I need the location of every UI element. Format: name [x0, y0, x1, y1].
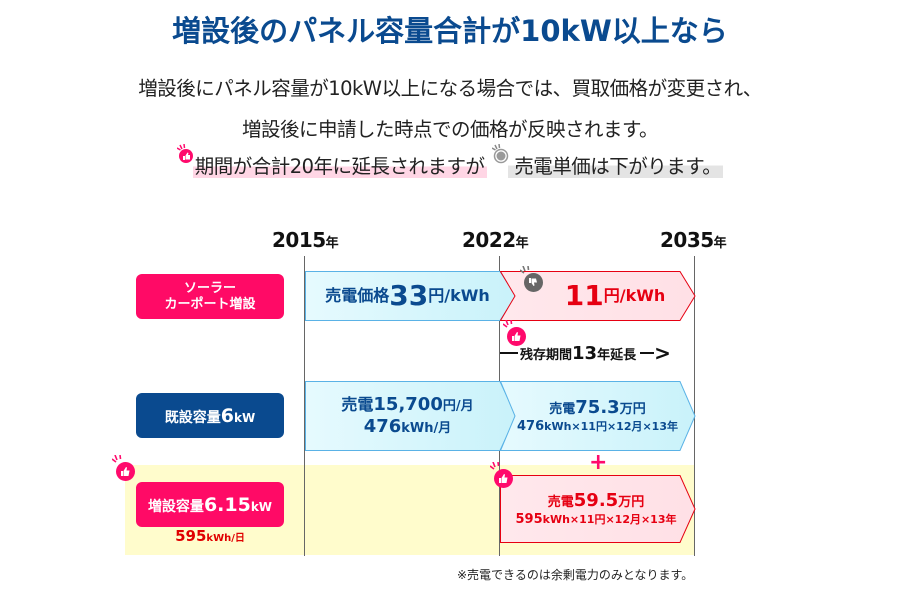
description-line-3: 期間が合計20年に延長されますが 売電単価は下がります。 [0, 143, 900, 179]
thumbs-up-icon [112, 455, 136, 481]
thumbs-up-icon [176, 143, 193, 164]
plus-sign: + [589, 450, 608, 475]
added-capacity-label: 増設容量6.15kW [136, 482, 284, 527]
solar-label-line1: ソーラー [183, 280, 236, 296]
year-label-2035: 2035年 [660, 228, 727, 252]
extension-line [500, 352, 518, 354]
description-line-2: 増設後に申請した時点での価格が反映されます。 [241, 118, 659, 141]
year-label-2015: 2015年 [272, 228, 339, 252]
thumbs-up-icon [490, 462, 514, 488]
existing-capacity-label: 既設容量6kW [136, 393, 284, 438]
year-label-2022: 2022年 [462, 228, 529, 252]
positive-highlight: 期間が合計20年に延長されますが [192, 155, 487, 178]
blue-arrow-existing-after [500, 381, 696, 451]
red-arrow-price-11 [500, 271, 696, 321]
added-after-sales: 売電59.5万円 595kWh×11円×12月×13年 [515, 490, 677, 527]
existing-before-sales: 売電15,700円/月 476kWh/月 [341, 394, 474, 437]
timeline-divider-2015 [304, 256, 305, 556]
thumbs-up-icon [503, 320, 527, 346]
daily-generation: 595kWh/日 [175, 527, 245, 545]
thumbs-down-icon [520, 266, 544, 292]
page-title: 増設後のパネル容量合計が10kW以上なら [172, 14, 728, 48]
timeline-divider-2035 [694, 256, 695, 556]
solar-label-line2: カーポート増設 [164, 296, 256, 312]
red-arrow-added-after [500, 475, 696, 543]
negative-highlight: 売電単価は下がります。 [508, 155, 724, 178]
footnote: ※売電できるのは余剰電力のみとなります。 [457, 568, 694, 582]
thumbs-down-icon [491, 143, 509, 164]
extension-line [640, 352, 655, 354]
description-line-1: 増設後にパネル容量が10kW以上になる場合では、買取価格が変更され、 [138, 77, 762, 100]
arrow-right-icon: > [654, 341, 671, 365]
solar-carport-label: ソーラー カーポート増設 [136, 274, 284, 319]
existing-after-sales: 売電75.3万円 476kWh×11円×12月×13年 [517, 397, 678, 434]
